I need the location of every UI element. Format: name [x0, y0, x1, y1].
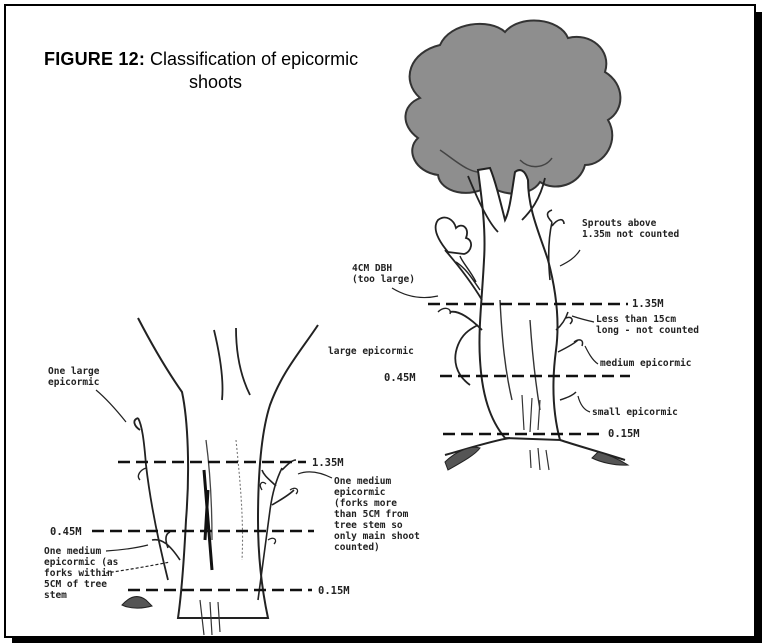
- label-sprouts-above-1: Sprouts above: [582, 218, 657, 229]
- one-large-shoot: [134, 418, 168, 580]
- left-height-015: 0.15M: [318, 585, 350, 597]
- label-one-medium-right-1: One medium: [334, 476, 391, 487]
- left-tree: [122, 318, 318, 635]
- label-one-medium-right-7: counted): [334, 542, 380, 553]
- label-one-medium-right-6: only main shoot: [334, 531, 420, 542]
- label-dbh-2: (too large): [352, 274, 415, 285]
- label-one-large-1: One large: [48, 366, 100, 377]
- left-height-135: 1.35M: [312, 457, 344, 469]
- label-sprouts-above-2: 1.35m not counted: [582, 229, 680, 240]
- large-epicormic-shoot: [450, 312, 482, 385]
- label-one-medium-left-4: 5CM of tree: [44, 579, 107, 590]
- left-height-045: 0.45M: [50, 526, 82, 538]
- label-one-medium-left-3: forks within: [44, 568, 113, 579]
- one-medium-left-shoot: [152, 532, 180, 560]
- label-large-epicormic: large epicormic: [328, 346, 414, 357]
- label-one-medium-right-4: than 5CM from: [334, 509, 409, 520]
- label-one-medium-right-3: (forks more: [334, 498, 397, 509]
- left-tree-trunk: [138, 318, 318, 618]
- right-height-135: 1.35M: [632, 298, 664, 310]
- right-tree-crown: [405, 21, 620, 194]
- label-one-medium-right-2: epicormic: [334, 487, 385, 498]
- label-less-than-15cm-1: Less than 15cm: [596, 314, 676, 325]
- label-one-medium-right-5: tree stem so: [334, 520, 403, 531]
- label-one-large-2: epicormic: [48, 377, 99, 388]
- label-less-than-15cm-2: long - not counted: [596, 325, 699, 336]
- right-tree: [405, 21, 628, 470]
- right-height-045: 0.45M: [384, 372, 416, 384]
- label-medium-epicormic: medium epicormic: [600, 358, 692, 369]
- right-height-015: 0.15M: [608, 428, 640, 440]
- label-one-medium-left-1: One medium: [44, 546, 101, 557]
- label-one-medium-left-5: stem: [44, 590, 67, 601]
- dbh-4cm-sprout: [436, 218, 482, 300]
- label-one-medium-left-2: epicormic (as: [44, 557, 118, 568]
- label-small-epicormic: small epicormic: [592, 407, 678, 418]
- label-dbh-1: 4CM DBH: [352, 263, 392, 274]
